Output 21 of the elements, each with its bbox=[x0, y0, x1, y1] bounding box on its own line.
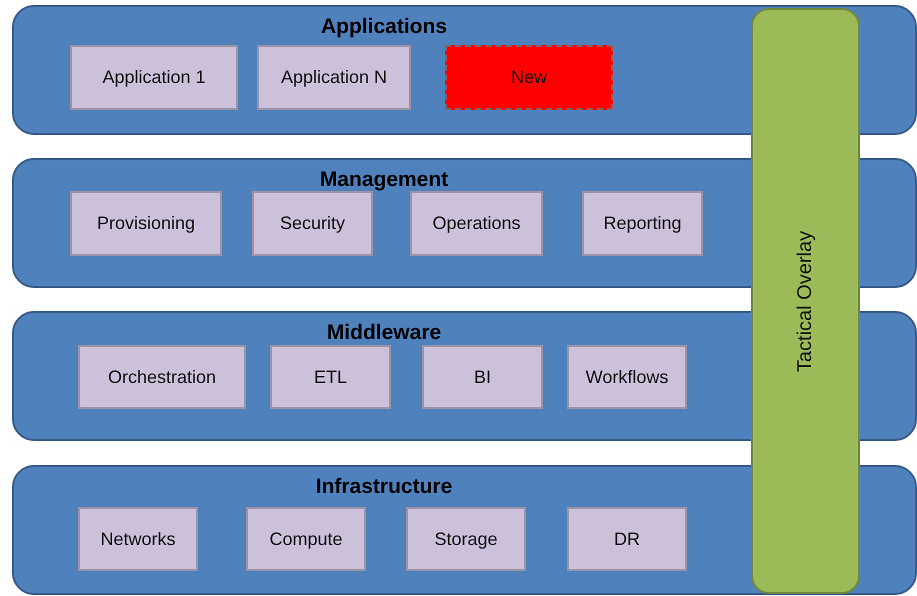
new-component-box: New bbox=[445, 45, 613, 110]
component-box: Application N bbox=[257, 45, 411, 110]
component-box: Operations bbox=[410, 191, 543, 256]
component-box: BI bbox=[422, 345, 543, 409]
layer-title: Applications bbox=[320, 15, 448, 39]
component-box: Application 1 bbox=[70, 45, 238, 110]
component-box: Networks bbox=[78, 507, 198, 571]
overlay-bar bbox=[751, 8, 860, 594]
component-box: Storage bbox=[406, 507, 526, 571]
overlay-title: Tactical Overlay bbox=[794, 230, 817, 372]
layer-title: Middleware bbox=[326, 321, 442, 345]
component-box: Reporting bbox=[582, 191, 703, 256]
component-box: Orchestration bbox=[78, 345, 246, 409]
component-box: DR bbox=[567, 507, 687, 571]
component-box: Compute bbox=[246, 507, 366, 571]
component-box: Provisioning bbox=[70, 191, 222, 256]
layer-title: Management bbox=[318, 168, 450, 192]
component-box: ETL bbox=[270, 345, 391, 409]
component-box: Security bbox=[252, 191, 373, 256]
layer-title: Infrastructure bbox=[314, 475, 454, 499]
component-box: Workflows bbox=[567, 345, 687, 409]
